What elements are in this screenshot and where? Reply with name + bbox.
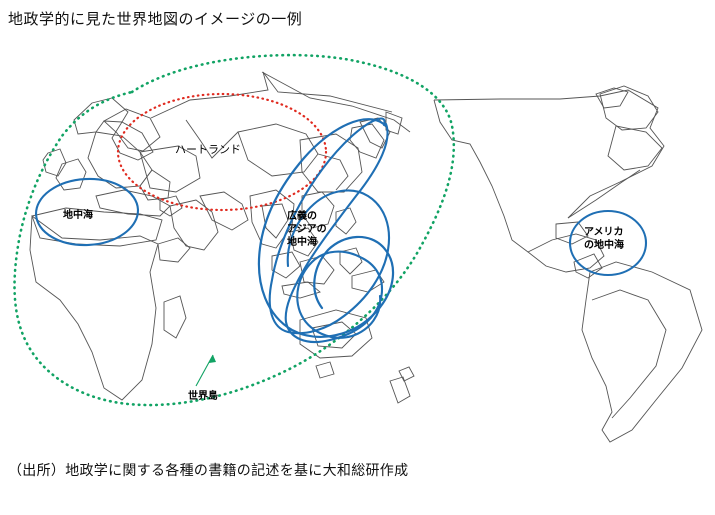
coastline-persian-gulf [199,191,249,231]
coastline-east-asia-coast [317,153,349,191]
coastline-newguinea [351,269,385,293]
coastline-africa-horn [157,237,191,263]
coastline-levant [159,195,183,217]
mediterranean-sea-ellipse [34,177,140,247]
coastline-sulawesi [339,247,363,275]
coastline-south-america-inner [591,289,667,419]
asia-mediterranean-sweep [257,118,395,338]
coastline-central-asia [237,123,319,177]
figure-source-caption: （出所）地政学に関する各種の書籍の記述を基に大和総研作成 [8,464,409,479]
coastline-philippines [335,207,357,235]
coastline-newzealand-north [398,366,415,382]
coastline-baltic [111,121,154,161]
coastline-siberia-north [150,71,393,119]
heartland-boundary [116,92,328,212]
coastline-iberia [55,158,87,191]
coastline-west-europe-small [42,148,67,177]
world-island-boundary [13,53,456,407]
label-asia-mediterranean-line3: 地中海 [287,235,317,248]
coastline-indochina [301,191,335,229]
coastline-arctic-wedge [261,71,411,133]
coastline-madagascar [163,295,187,339]
coastline-layer [29,71,703,443]
coastline-usa-east [567,169,641,219]
america-mediterranean-ellipse [568,209,648,277]
coastline-tasmania [315,361,335,379]
label-world-island: 世界島 [188,389,218,402]
coastline-arabia [169,199,219,251]
world-island-leader-line [195,354,214,387]
world-island-leader-arrow [209,355,216,363]
coastline-korea-japan [349,123,385,159]
coastline-northwest-europe [73,97,129,135]
asia-mediterranean-ellipse [284,122,389,344]
label-america-mediterranean-line1: アメリカ [584,226,624,238]
coastline-north-america-west [433,99,529,253]
coastline-australia [299,309,373,359]
figure-title: 地政学的に見た世界地図のイメージの一例 [8,12,303,28]
coastline-caribbean-arc [527,233,605,273]
coastline-canada-east [607,125,663,171]
coastline-java [281,281,321,299]
asia-mediterranean-ellipse-outline [268,117,390,335]
label-asia-mediterranean-line2: アジアの [287,223,327,235]
coastline-north-africa [31,207,163,247]
coastline-caucasus [139,169,171,201]
coastline-greenland [599,85,659,131]
coastline-africa-body [29,215,159,401]
coastline-interior-europe-asia [185,119,239,159]
coastline-china [299,133,363,193]
coastline-south-america [581,261,703,443]
coastline-newzealand-south [389,376,411,404]
coastline-east-europe [139,145,201,193]
coastline-central-america [555,221,589,245]
coastline-malay [289,227,319,257]
label-mediterranean: 地中海 [63,208,93,221]
label-america-mediterranean-line2: の地中海 [584,238,624,251]
label-heartland: ハートランド [175,143,241,156]
coastline-north-america-north [433,89,665,219]
label-asia-mediterranean-line1: 広義の [287,209,317,222]
